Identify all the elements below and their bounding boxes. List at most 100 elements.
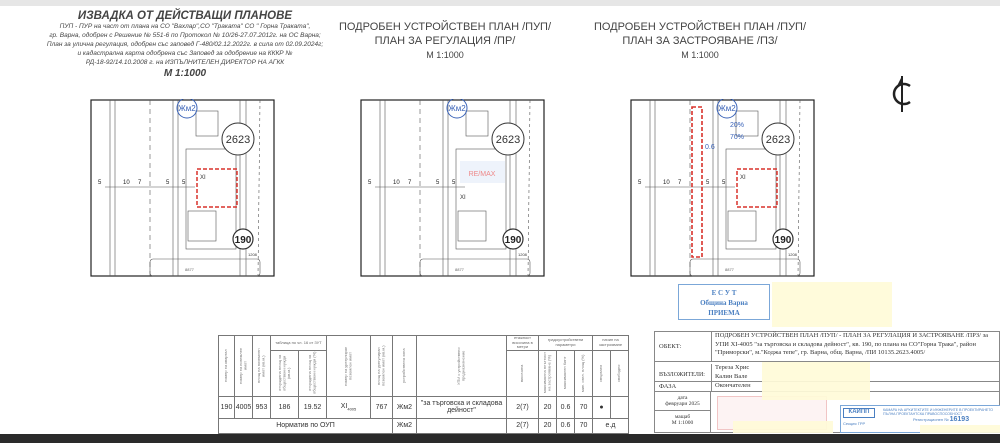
quarter-circle [772, 228, 794, 250]
esut-stamp: Е С У Т Община Варна ПРИЕМА [678, 284, 770, 320]
header-cell: таблица по чл. 16 от ЗУТ [270, 335, 327, 351]
building-subtitle: ПЛАН ЗА ЗАСТРОЯВАНЕ /ПЗ/ [622, 35, 778, 47]
dimension-label: 5 [722, 180, 726, 186]
top-strip [0, 0, 1000, 6]
scale-value: М 1:1000 [671, 420, 694, 426]
quarter-number: 190 [775, 235, 792, 246]
dimension-label: 7 [678, 180, 682, 186]
zone-label: Жм2 [718, 104, 736, 113]
dimension-label: 10 [663, 180, 670, 186]
redaction-patch [772, 282, 892, 327]
stamp-line: ПРИЕМА [708, 309, 740, 317]
cell: 186 [270, 395, 299, 419]
stamp-line: Е С У Т [711, 289, 737, 297]
cell [610, 395, 629, 419]
side-number: 1208 [788, 252, 798, 257]
header-cell: номер на урегулиран поземлен имот [326, 335, 371, 397]
header-cell: устройствена зона [392, 335, 417, 397]
green-label: 70% [730, 134, 744, 141]
quarter-number: 190 [235, 235, 252, 246]
header-building: ПОДРОБЕН УСТРОЙСТВЕН ПЛАН /ПУП/ ПЛАН ЗА … [590, 20, 810, 60]
regulation-fill [460, 161, 505, 183]
cell: 0.6 [556, 395, 575, 419]
block-number: 2623 [496, 134, 520, 146]
redaction-patch [733, 421, 833, 433]
block-number: 2623 [766, 134, 790, 146]
upi-label: XI [460, 195, 466, 201]
cell: 19.52 [298, 395, 327, 419]
block-number: 2623 [226, 134, 250, 146]
block-circle [221, 122, 255, 156]
density-label: 20% [730, 122, 744, 129]
block-circle [761, 122, 795, 156]
upi-label: XI [200, 175, 206, 181]
building-boundary [196, 168, 238, 208]
cell: 190 [218, 395, 235, 419]
clients-label: ВЪЗЛОЖИТЕЛИ: [659, 372, 705, 378]
extract-line: РД-18-92/14.10.2008 г. на ИЗПЪЛНИТЕЛЕН Д… [85, 59, 285, 66]
lot-label: 8877 [455, 267, 465, 272]
cell: ● [592, 395, 611, 419]
lot-label: 8877 [185, 267, 195, 272]
cell: "за търговска и складова дейност" [416, 395, 507, 419]
cell: 20 [538, 417, 557, 434]
scale-label: мащаб [655, 410, 710, 420]
watermark: RE/MAX [469, 171, 496, 178]
regulation-subtitle: ПЛАН ЗА РЕГУЛАЦИЯ /ПР/ [374, 35, 516, 47]
cell: 953 [252, 395, 271, 419]
extract-line: ПУП - ПУР на част от плана на СО "Вахлар… [59, 23, 311, 30]
dimension-label: 7 [408, 180, 412, 186]
header-cell: свободно [610, 349, 629, 397]
cell: Норматив по ОУП [218, 417, 393, 434]
header-cell: мин. озел. площ (%) [574, 349, 593, 397]
chamber-logo: КАИПП [843, 408, 875, 418]
extract-line: и кадастрална карта одобрена със Заповед… [77, 50, 293, 57]
cell: е.д [592, 417, 629, 434]
reg-number: 16193 [949, 416, 970, 423]
cell: Жм2 [392, 395, 417, 419]
zone-circle [176, 99, 198, 119]
redaction-patch [762, 362, 870, 400]
header-regulation: ПОДРОБЕН УСТРОЙСТВЕН ПЛАН /ПУП/ ПЛАН ЗА … [330, 20, 560, 60]
date-label: дата [677, 395, 688, 401]
extract-title: ИЗВАДКА ОТ ДЕЙСТВАЩИ ПЛАНОВЕ [77, 10, 293, 22]
header-extract: ИЗВАДКА ОТ ДЕЙСТВАЩИ ПЛАНОВЕ ПУП - ПУР н… [20, 10, 350, 80]
header-cell: площ на урегулиран поземлен имот (кв.м.) [370, 335, 393, 397]
object-value: ПОДРОБЕН УСТРОЙСТВЕН ПЛАН /ПУП/ - ПЛАН З… [711, 332, 999, 361]
cell: Жм2 [392, 417, 417, 434]
header-cell: отчуждена площ за обществени нужди (%) [298, 349, 327, 397]
client-name: Калин Вале [715, 372, 748, 380]
quarter-circle [502, 228, 524, 250]
phase-label: ФАЗА [659, 383, 677, 390]
header-cell: свързано [592, 349, 611, 397]
dimension-label: 5 [98, 180, 102, 186]
cell: XI4005 [326, 395, 371, 419]
object-row: ОБЕКТ: ПОДРОБЕН УСТРОЙСТВЕН ПЛАН /ПУП/ -… [655, 332, 1000, 362]
cell: 2(7) [506, 395, 539, 419]
header-cell: максимален Кинт [556, 349, 575, 397]
client-name: Тереза Хрис [715, 364, 750, 371]
building-title: ПОДРОБЕН УСТРОЙСТВЕН ПЛАН /ПУП/ [593, 21, 807, 33]
block-circle [491, 122, 525, 156]
phase-value: Окончателен [711, 382, 751, 391]
chamber-line: КАМАРА НА АРХИТЕКТИТЕ И ИНЖЕНЕРИТЕ В ПРО… [883, 408, 993, 412]
cell: 0.6 [556, 417, 575, 434]
redaction-patch [920, 425, 1000, 433]
cell: 20 [538, 395, 557, 419]
dimension-label: 5 [182, 180, 186, 186]
kint-label: 0.6 [705, 144, 715, 151]
north-arrow-icon [892, 76, 911, 112]
parameters-table: номер на квартал номер на поземлен имот … [218, 335, 629, 434]
dimension-label: 7 [138, 180, 142, 186]
date-value: февруари 2025 [665, 401, 700, 407]
side-number: 1208 [248, 252, 258, 257]
dimension-label: 5 [706, 180, 710, 186]
building-strip [691, 106, 703, 258]
dimension-label: 5 [452, 180, 456, 186]
cell [416, 417, 507, 434]
cell: 767 [370, 395, 393, 419]
zone-circle [716, 99, 738, 119]
